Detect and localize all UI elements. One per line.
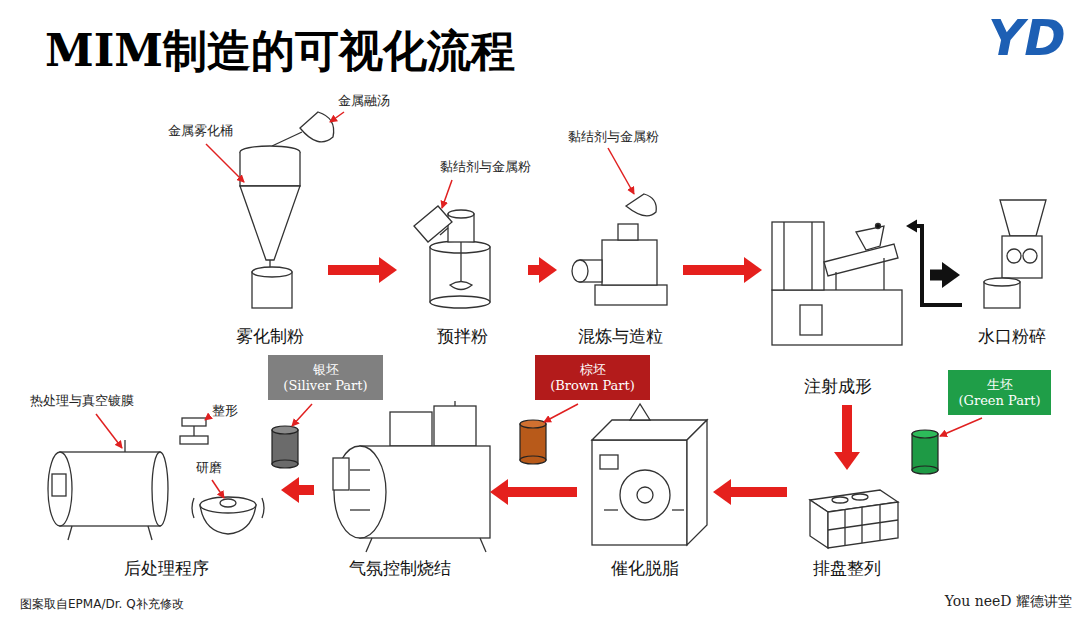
arrow-head: [490, 479, 508, 505]
part-label: 热处理与真空镀膜: [30, 392, 134, 409]
arrow-shaft: [728, 487, 787, 497]
process-step: 混炼与造粒: [565, 185, 675, 347]
step-caption: 催化脱脂: [611, 557, 679, 579]
source-note: 图案取自EPMA/Dr. Q补充修改: [20, 596, 184, 612]
step-caption: 注射成形: [804, 375, 872, 397]
part-label: 黏结剂与金属粉: [440, 158, 531, 175]
diagram-title: MIM制造的可视化流程: [45, 24, 515, 78]
step-caption: 雾化制粉: [236, 325, 304, 347]
arrow-shaft: [683, 265, 747, 275]
step-caption: 水口粉碎: [978, 325, 1046, 347]
flow-arrow: [683, 257, 762, 283]
part-label: 金属融汤: [338, 92, 390, 109]
flow-arrow: [490, 479, 577, 505]
arrow-head: [906, 220, 917, 233]
process-step: 水口粉碎: [962, 190, 1062, 347]
flow-arrow: [528, 257, 557, 283]
arrow-head: [713, 479, 731, 505]
logo: YD: [988, 6, 1066, 71]
arrow-head: [281, 477, 299, 503]
step-caption: 混炼与造粒: [578, 325, 663, 347]
process-step: 雾化制粉: [220, 150, 320, 347]
arrow-head: [539, 257, 557, 283]
step-caption: 预拌粉: [437, 325, 488, 347]
flow-arrow: [834, 405, 860, 470]
step-caption: 排盘整列: [813, 557, 881, 579]
part-label: 研磨: [196, 459, 222, 476]
flow-arrow: [713, 479, 787, 505]
arrow-shaft: [328, 265, 382, 275]
step-caption: 后处理程序: [124, 557, 209, 579]
step-caption: 气氛控制烧结: [349, 557, 451, 579]
process-step: 注射成形: [770, 212, 906, 397]
arrow-shaft: [842, 405, 852, 455]
flow-arrow: [281, 477, 314, 503]
watermark: You neeD 耀德讲堂: [945, 592, 1072, 610]
part-state-tag: 银坯(Siliver Part): [268, 355, 383, 400]
part-state-tag: 棕坯(Brown Part): [535, 355, 650, 400]
process-step: 预拌粉: [405, 190, 520, 347]
tag-text: (Siliver Part): [283, 378, 367, 394]
flow-arrow: [328, 257, 397, 283]
process-step: 催化脱脂: [585, 400, 705, 579]
process-step: 排盘整列: [795, 478, 899, 579]
part-label: 黏结剂与金属粉: [568, 128, 659, 145]
process-step: 气氛控制烧结: [318, 400, 482, 579]
arrow-head: [942, 262, 960, 288]
part-label: 整形: [212, 402, 238, 419]
flow-arrow: [906, 220, 962, 306]
arrow-shaft: [505, 487, 577, 497]
tag-text: 生坯: [987, 377, 1013, 393]
arrow-shaft: [915, 226, 962, 305]
flow-arrow: [930, 262, 960, 288]
part-label: 金属雾化桶: [168, 122, 233, 139]
arrow-head: [834, 452, 860, 470]
tag-text: (Brown Part): [550, 378, 635, 394]
tag-text: 棕坯: [580, 362, 606, 378]
part-state-tag: 生坯(Green Part): [948, 370, 1051, 415]
tag-text: (Green Part): [959, 393, 1041, 409]
arrow-head: [379, 257, 397, 283]
process-step: 后处理程序: [55, 440, 277, 579]
tag-text: 银坯: [313, 362, 339, 378]
arrow-head: [744, 257, 762, 283]
